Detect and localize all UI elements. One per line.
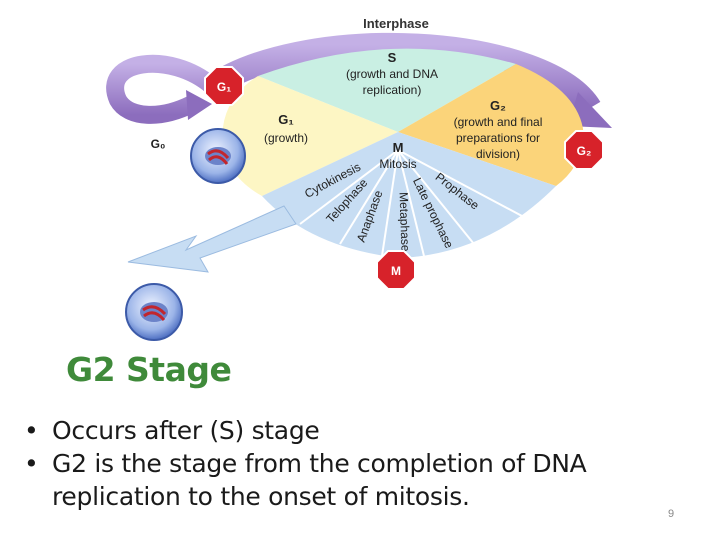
checkpoint-g1: G₁ [204, 66, 244, 106]
checkpoint-m-label: M [391, 264, 401, 278]
checkpoint-m: M [376, 250, 416, 290]
bullet-dot: • [24, 416, 39, 445]
s-phase-label: S [388, 50, 397, 65]
bullet-item: • Occurs after (S) stage [22, 414, 662, 447]
g2-phase-desc-2: preparations for [456, 131, 540, 145]
g0-loop-arrow [106, 54, 218, 124]
cell-g0-image [190, 128, 246, 184]
interphase-label: Interphase [363, 16, 429, 31]
g1-phase-desc: (growth) [264, 131, 308, 145]
mitosis-stage-label: Metaphase [396, 192, 412, 252]
bullet-item: • G2 is the stage from the completion of … [22, 447, 662, 513]
cell-cycle-diagram: Interphase S (growth and DNA replication… [106, 16, 612, 341]
mitosis-dividers [299, 149, 523, 257]
g2-phase-label: G₂ [490, 98, 506, 113]
bullet-text: G2 is the stage from the completion of D… [52, 449, 587, 511]
division-exit-arrow [127, 205, 297, 273]
checkpoint-g2: G₂ [564, 130, 604, 170]
cell-divided-image [125, 283, 183, 341]
g0-loop-head [186, 90, 212, 120]
g0-label: G₀ [151, 137, 166, 151]
slide-title: G2 Stage [66, 350, 232, 389]
page-number: 9 [668, 508, 675, 520]
s-phase-desc-1: (growth and DNA [346, 67, 438, 81]
s-phase-slice [258, 48, 516, 133]
m-phase-label: M [393, 140, 404, 155]
g2-phase-slice [398, 64, 584, 186]
mitosis-label: Mitosis [379, 157, 416, 171]
s-phase-desc-2: replication) [363, 83, 422, 97]
g2-phase-desc-1: (growth and final [454, 115, 543, 129]
bullet-list: • Occurs after (S) stage • G2 is the stage… [22, 414, 662, 513]
g1-phase-slice [222, 76, 398, 196]
g1-phase-label: G₁ [278, 112, 294, 127]
checkpoint-g1-label: G₁ [217, 80, 231, 94]
g2-phase-desc-3: division) [476, 147, 520, 161]
interphase-arrow [202, 32, 601, 115]
bullet-dot: • [24, 449, 39, 478]
checkpoint-g2-label: G₂ [577, 144, 592, 158]
bullet-text: Occurs after (S) stage [52, 416, 320, 445]
